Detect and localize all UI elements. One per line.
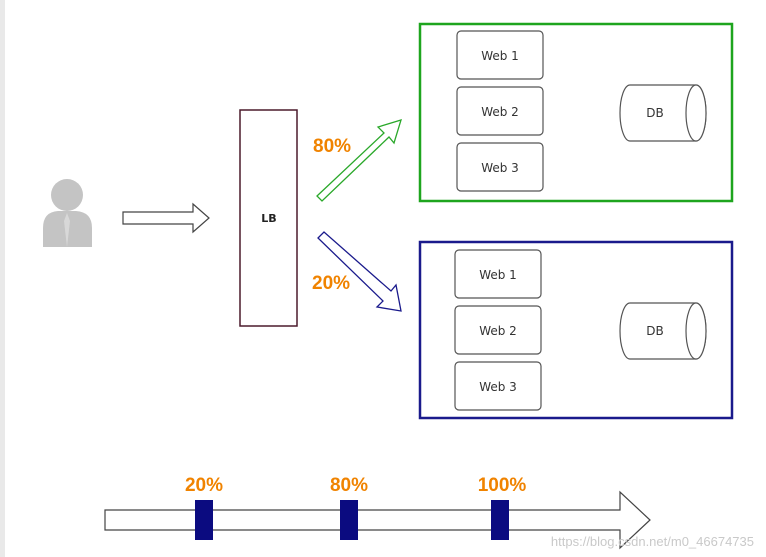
timeline-label-80: 80%	[330, 475, 368, 496]
green-web-1-label: Web 1	[481, 49, 519, 63]
blue-web-2-label: Web 2	[479, 324, 517, 338]
timeline-arrow	[104, 490, 651, 550]
blue-web-2-box	[454, 305, 542, 355]
blue-database-label: DB	[646, 324, 663, 338]
green-database-icon	[619, 84, 707, 142]
blue-web-3-label: Web 3	[479, 380, 517, 394]
blue-web-1-label: Web 1	[479, 268, 517, 282]
green-web-3-label: Web 3	[481, 161, 519, 175]
timeline-marker-100	[491, 500, 509, 540]
green-web-2-box	[456, 86, 544, 136]
timeline-marker-20	[195, 500, 213, 540]
green-route-arrow	[316, 119, 402, 202]
load-balancer-label: LB	[261, 212, 276, 225]
blue-database-icon	[619, 302, 707, 360]
load-balancer-box	[239, 109, 298, 327]
timeline-marker-80	[340, 500, 358, 540]
blue-route-arrow	[317, 231, 402, 312]
watermark-text: https://blog.csdn.net/m0_46674735	[551, 534, 754, 549]
timeline-label-100: 100%	[478, 475, 527, 496]
blue-cluster: Web 1 Web 2 Web 3 DB	[418, 240, 734, 420]
green-cluster: Web 1 Web 2 Web 3 DB	[418, 22, 734, 203]
request-arrow	[122, 202, 210, 234]
green-web-1-box	[456, 30, 544, 80]
green-web-3-box	[456, 142, 544, 192]
green-cluster-border	[418, 22, 734, 203]
green-web-2-label: Web 2	[481, 105, 519, 119]
blue-web-3-box	[454, 361, 542, 411]
blue-web-1-box	[454, 249, 542, 299]
user-icon	[43, 179, 92, 247]
blue-cluster-border	[418, 240, 734, 420]
green-database-label: DB	[646, 106, 663, 120]
left-edge-bar	[0, 0, 5, 557]
timeline-label-20: 20%	[185, 475, 223, 496]
blue-percentage: 20%	[312, 273, 350, 294]
green-percentage: 80%	[313, 136, 351, 157]
